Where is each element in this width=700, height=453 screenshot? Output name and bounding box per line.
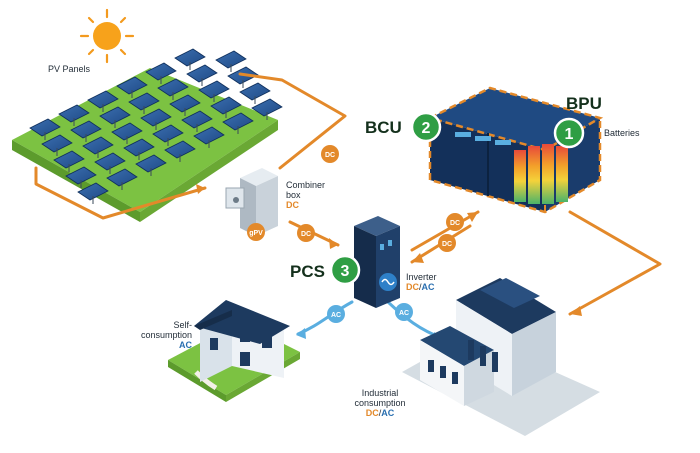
- solar-panel: [94, 152, 126, 171]
- solar-panel: [58, 104, 90, 123]
- industrial-type: DC/AC: [365, 408, 395, 418]
- solar-panel: [145, 62, 177, 81]
- self-ac-label: AC: [179, 340, 192, 350]
- flow-pcs-to-battery: [410, 210, 480, 252]
- flow-battery-to-industry: [568, 210, 662, 316]
- solar-panel: [106, 168, 138, 187]
- solar-panel: [186, 64, 218, 83]
- pcs-label: PCS: [290, 262, 325, 281]
- badge-bcu: 2: [410, 111, 442, 143]
- industrial-label-line1: Industrial: [361, 388, 399, 398]
- solar-panel: [251, 98, 283, 117]
- solar-panel: [77, 182, 109, 201]
- solar-panel: [222, 112, 254, 131]
- flow-field-loop: [34, 166, 207, 220]
- battery-cell-stack: [514, 144, 568, 204]
- batteries-label: Batteries: [604, 128, 640, 138]
- svg-text:DC: DC: [301, 231, 311, 238]
- solar-panel: [135, 154, 167, 173]
- badge-pcs: 3: [329, 254, 361, 286]
- solar-panel: [210, 96, 242, 115]
- tag-pv-to-combiner: DC: [321, 145, 339, 163]
- solar-panel: [128, 92, 160, 111]
- solar-panel: [82, 136, 114, 155]
- gpv-label: gPV: [249, 230, 263, 237]
- badge-bpu: 1: [553, 117, 585, 149]
- solar-panel: [157, 78, 189, 97]
- solar-panel: [198, 80, 230, 99]
- pcs-inverter-cabinet[interactable]: [354, 216, 400, 308]
- solar-panel: [140, 108, 172, 127]
- combiner-box[interactable]: gPV: [225, 168, 278, 241]
- solar-panel: [193, 126, 225, 145]
- gpv-badge: [247, 223, 265, 241]
- flow-pcs-to-industry: [386, 300, 444, 340]
- svg-text:DC: DC: [325, 152, 335, 159]
- sun-icon: [79, 8, 135, 64]
- inverter-label-line: Inverter: [406, 272, 437, 282]
- self-label-line1: Self-: [173, 320, 192, 330]
- solar-panel: [123, 138, 155, 157]
- flow-pv-to-combiner: [238, 72, 347, 170]
- svg-text:DC: DC: [442, 241, 452, 248]
- combiner-label-line2: box: [286, 190, 301, 200]
- solar-panel: [111, 122, 143, 141]
- industrial-building[interactable]: [402, 278, 600, 436]
- pv-panels-label: PV Panels: [48, 64, 91, 74]
- svg-text:1: 1: [565, 126, 574, 143]
- solar-panel: [215, 50, 247, 69]
- bcu-label: BCU: [365, 118, 402, 137]
- solar-panel: [53, 150, 85, 169]
- solar-panel: [174, 48, 206, 67]
- self-consumption-label: Self- consumption AC: [140, 320, 192, 350]
- self-label-line2: consumption: [140, 330, 192, 340]
- solar-panel: [152, 124, 184, 143]
- bpu-label: BPU: [566, 94, 602, 113]
- solar-panel: [41, 134, 73, 153]
- svg-text:DC: DC: [450, 220, 460, 227]
- flow-arrowheads: [196, 184, 582, 316]
- tag-combiner-to-pcs: DC: [297, 224, 315, 242]
- solar-panel: [181, 110, 213, 129]
- svg-text:AC: AC: [331, 312, 341, 319]
- solar-panel: [87, 90, 119, 109]
- ac-flow-lines: [296, 300, 444, 340]
- solar-panel-array: [29, 48, 283, 204]
- inverter-label: Inverter DC/AC: [406, 272, 437, 292]
- combiner-label-line1: Combiner: [286, 180, 326, 190]
- solar-panel: [169, 94, 201, 113]
- svg-text:2: 2: [422, 120, 431, 137]
- flow-tags: DC DC DC DC AC AC: [297, 145, 464, 323]
- industrial-consumption-label: Industrial consumption DC/AC: [340, 388, 420, 418]
- self-consumption-house[interactable]: [168, 300, 300, 402]
- tag-battery-to-pcs: DC: [438, 234, 456, 252]
- solar-panel: [29, 118, 61, 137]
- solar-panel: [99, 106, 131, 125]
- tag-pcs-to-home: AC: [327, 305, 345, 323]
- combiner-dc-label: DC: [286, 200, 299, 210]
- bcu-units: [455, 132, 511, 145]
- svg-text:AC: AC: [399, 310, 409, 317]
- solar-panel: [164, 140, 196, 159]
- svg-text:3: 3: [341, 263, 350, 280]
- tag-pcs-to-battery: DC: [446, 213, 464, 231]
- combiner-box-label: Combiner box DC: [286, 180, 325, 210]
- inverter-type: DC/AC: [406, 282, 435, 292]
- industrial-label-line2: consumption: [354, 398, 406, 408]
- solar-panel: [239, 82, 271, 101]
- solar-panel: [65, 166, 97, 185]
- solar-panel: [70, 120, 102, 139]
- tag-pcs-to-industry: AC: [395, 303, 413, 321]
- solar-panel: [116, 76, 148, 95]
